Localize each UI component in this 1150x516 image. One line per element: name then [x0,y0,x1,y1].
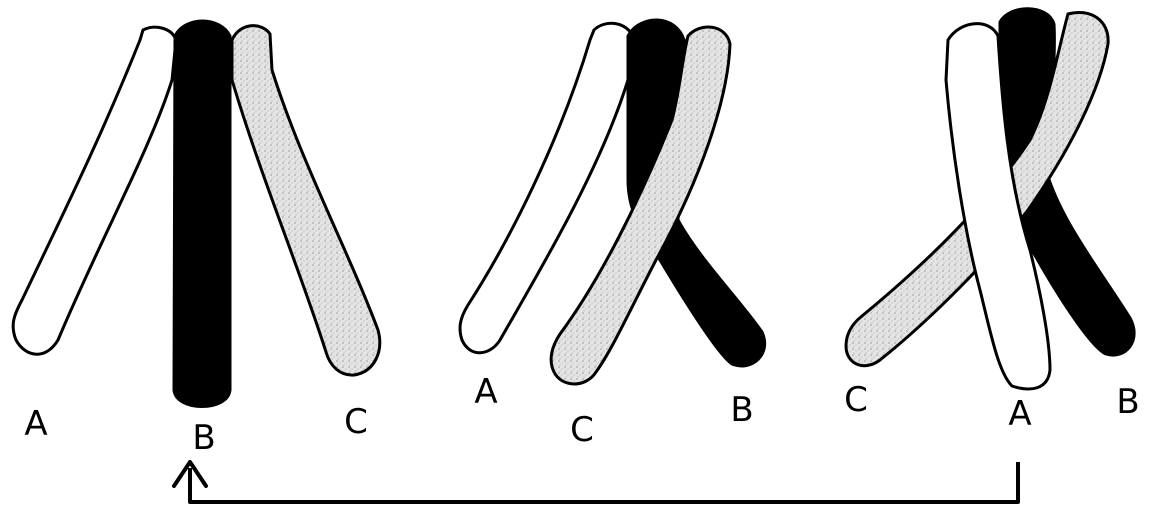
panel-1-label-b: B [192,421,215,455]
panel-3-label-a: A [1008,397,1031,431]
return-arrow [174,462,1018,502]
panel-2-label-a: A [474,375,497,409]
strand-c-speckled [232,26,380,375]
panel-2-label-b: B [730,393,753,427]
arrow-line [190,462,1018,502]
panel-3-label-c: C [844,383,868,417]
panel-3 [846,9,1134,389]
panel-3-label-b: B [1116,385,1139,419]
panel-2-label-c: C [570,413,594,447]
panel-1-label-c: C [344,405,368,439]
panel-1 [13,21,380,407]
strand-b-black [174,21,230,407]
panel-1-label-a: A [24,407,47,441]
panel-2 [460,20,765,384]
strand-a-white [13,27,176,354]
